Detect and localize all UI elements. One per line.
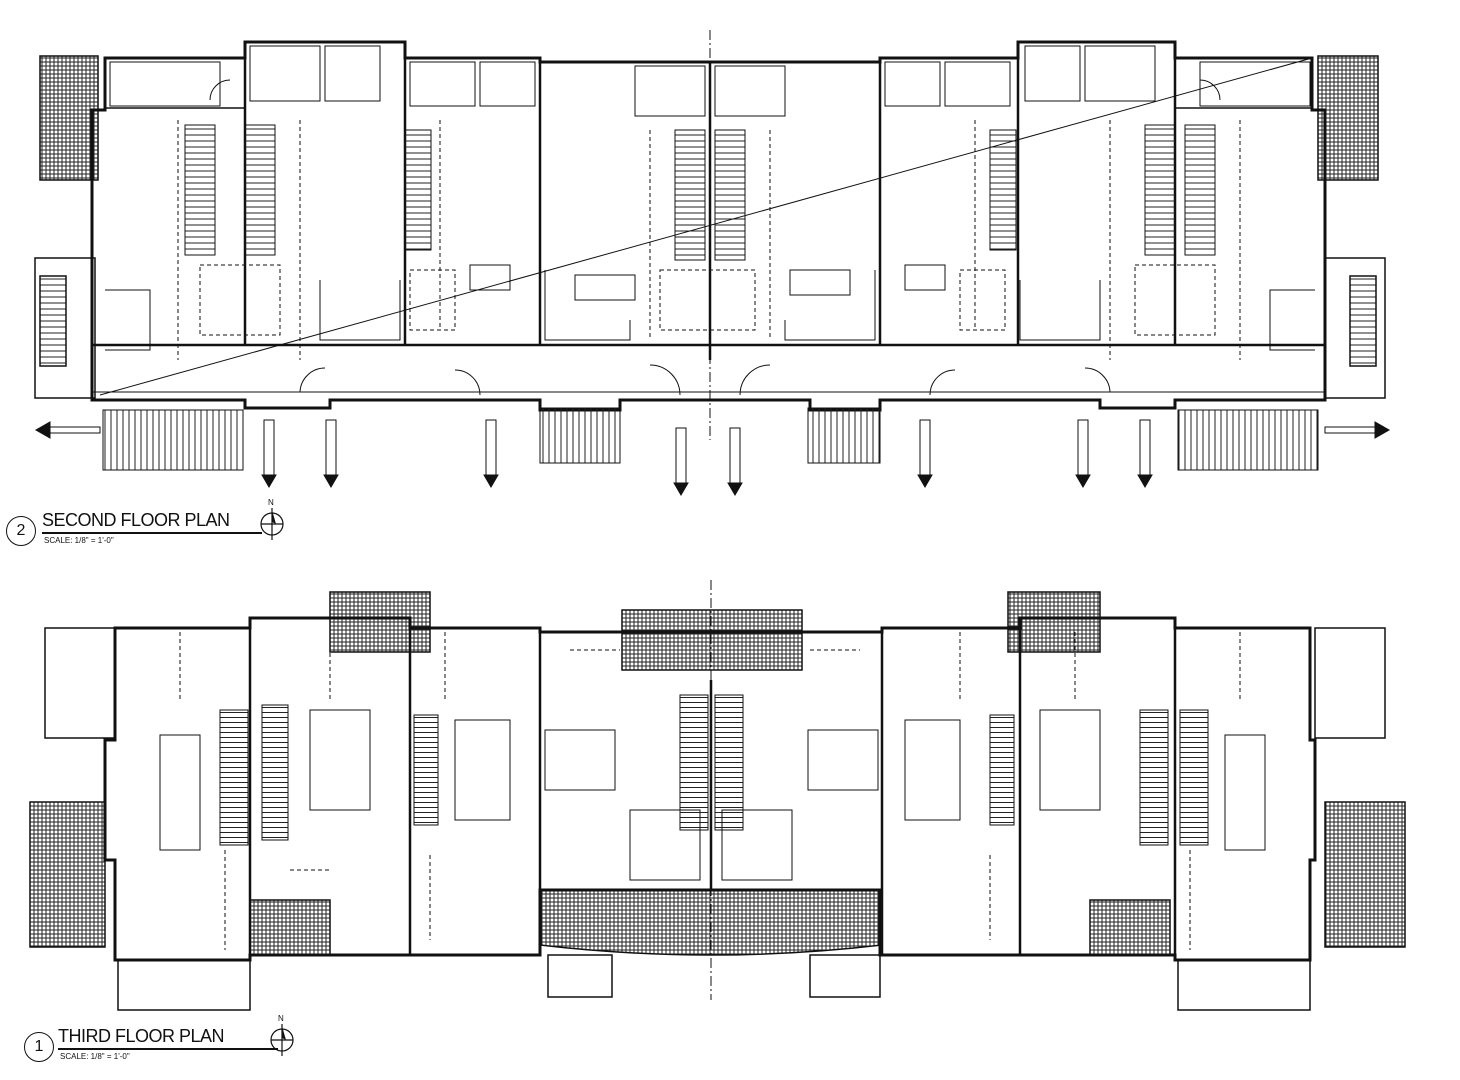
masonry-block-left: [39, 55, 99, 181]
third-floor-plan-drawing: [29, 580, 1406, 1011]
stair-tower-left: [34, 257, 96, 399]
north-arrow-icon: N: [258, 498, 286, 540]
roof-patch-left: [29, 801, 106, 948]
title-underline: [58, 1048, 278, 1050]
drawing-scale: SCALE: 1/8" = 1'-0": [60, 1052, 130, 1061]
balcony-1: [102, 409, 244, 471]
roof-patch-right: [1324, 801, 1406, 948]
balcony-3: [807, 407, 881, 464]
second-floor-title-block: 2 SECOND FLOOR PLAN SCALE: 1/8" = 1'-0": [6, 506, 306, 562]
balcony-4: [1177, 409, 1319, 471]
north-label: N: [268, 498, 274, 507]
balcony-2: [539, 407, 621, 464]
drawing-number: 1: [24, 1032, 54, 1062]
north-label: N: [278, 1014, 284, 1023]
drawing-title: THIRD FLOOR PLAN: [58, 1026, 225, 1046]
masonry-block-right: [1317, 55, 1379, 181]
drawing-number: 2: [6, 516, 36, 546]
third-floor-title-block: 1 THIRD FLOOR PLAN SCALE: 1/8" = 1'-0": [6, 1022, 306, 1078]
title-underline: [42, 532, 262, 534]
stair-tower-right: [1324, 257, 1386, 399]
drawing-scale: SCALE: 1/8" = 1'-0": [44, 536, 114, 545]
north-arrow-icon: N: [268, 1014, 296, 1056]
drawing-title: SECOND FLOOR PLAN: [42, 510, 230, 530]
second-floor-plan-drawing: [34, 30, 1391, 496]
